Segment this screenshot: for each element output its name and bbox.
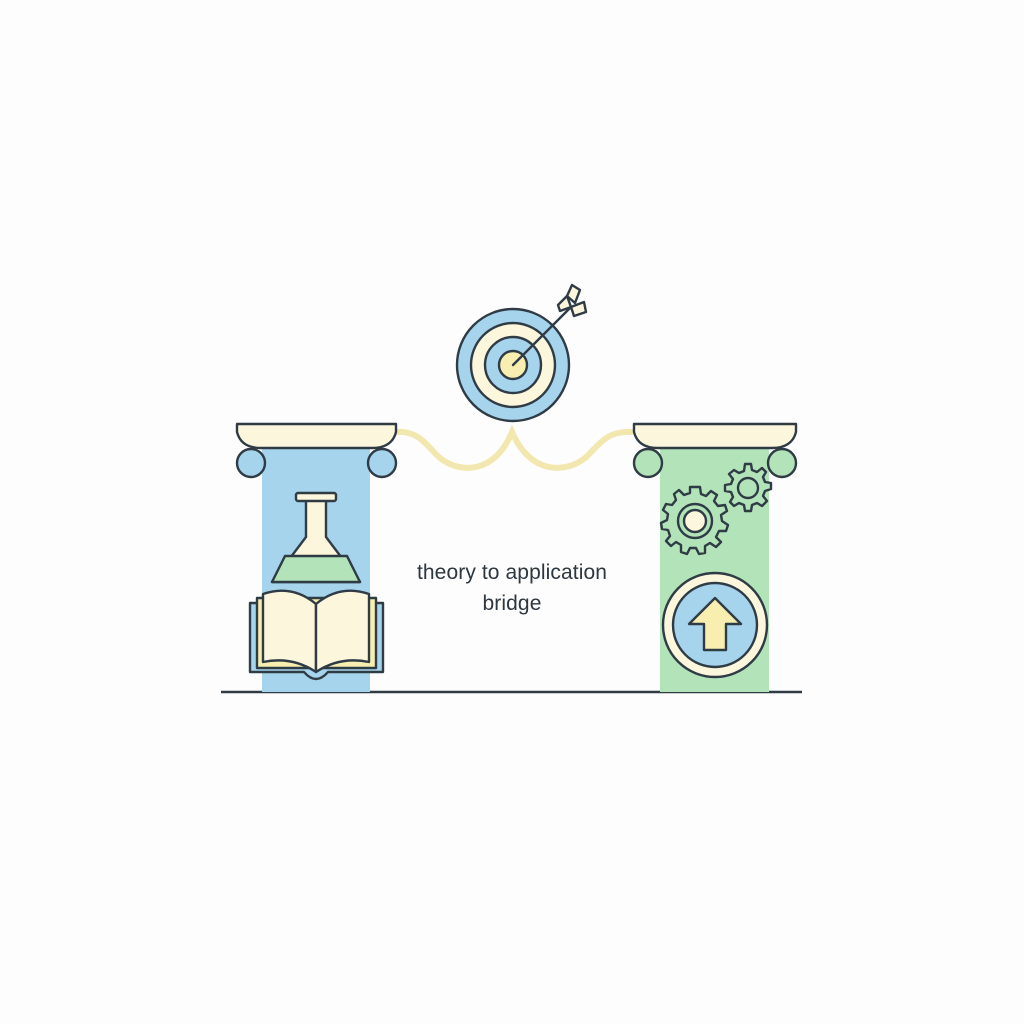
bridge-rope [393, 424, 635, 471]
flask-icon [270, 491, 362, 584]
left-pillar-volute-right [366, 447, 398, 479]
left-pillar-capital [235, 422, 398, 450]
diagram-caption: theory to application bridge [362, 557, 662, 619]
target-icon [455, 283, 588, 423]
left-pillar-volute-left [235, 447, 267, 479]
open-book-icon [248, 589, 385, 681]
gears-icon [659, 462, 773, 556]
caption-line-1: theory to application [416, 561, 608, 584]
caption-line-2: bridge [482, 592, 542, 615]
right-pillar-volute-right [766, 447, 798, 479]
right-pillar-volute-left [632, 447, 664, 479]
up-arrow-icon [661, 571, 769, 679]
right-pillar-capital [632, 422, 798, 450]
